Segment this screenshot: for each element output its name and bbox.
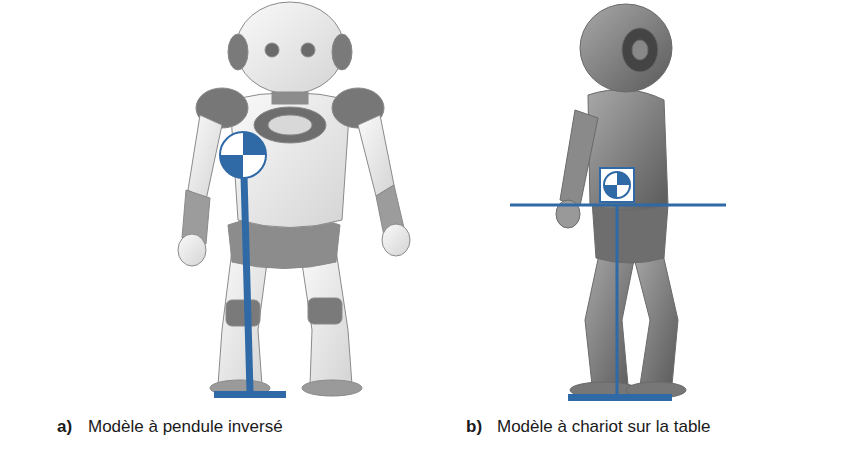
robot-front bbox=[178, 2, 410, 396]
inverted-pendulum bbox=[214, 132, 286, 398]
panel-caption: Modèle à chariot sur la table bbox=[497, 417, 711, 437]
panel-letter: b) bbox=[466, 417, 482, 437]
panel-letter: a) bbox=[57, 417, 72, 437]
cart-table bbox=[510, 168, 726, 401]
robot-side bbox=[556, 4, 686, 398]
panel-caption: Modèle à pendule inversé bbox=[88, 417, 283, 437]
